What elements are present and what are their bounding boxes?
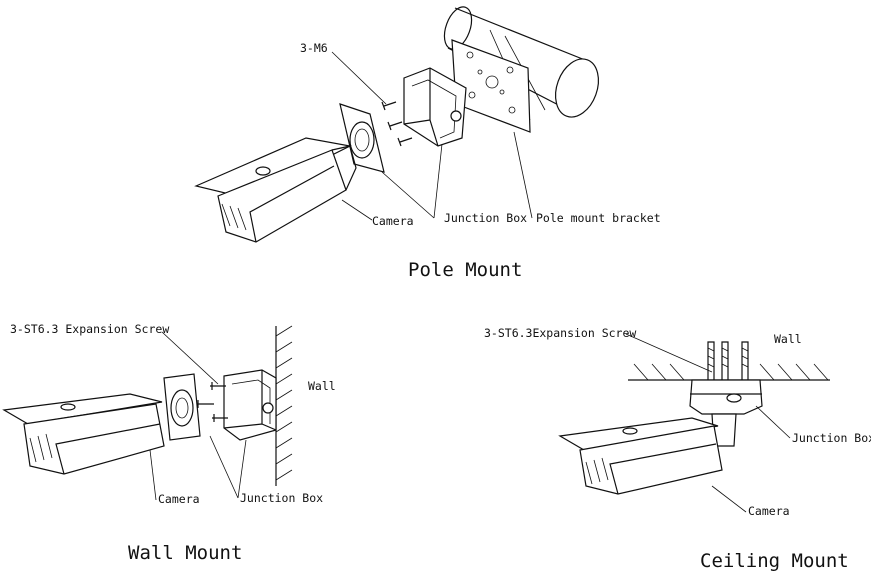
wall-screws [196,382,228,422]
wall-camera-base [163,373,201,441]
ceiling-surface [628,363,830,381]
ceiling-mount-title: Ceiling Mount [700,550,849,572]
wall-surface [275,325,293,486]
wall-mount-title: Wall Mount [128,542,242,564]
pole-mount-title: Pole Mount [408,259,522,281]
ceiling-leader-lines [625,333,791,513]
pole-camera-base [339,103,385,173]
pole-screw-label: 3-M6 [300,41,328,55]
pole-junction-box-label: Junction Box [444,211,527,225]
pole-mount-illustration [194,6,600,243]
wall-mount-illustration [2,325,293,486]
pole-leader-lines [331,51,533,221]
ceiling-junction-box-label: Junction Box [792,431,871,445]
wall-screw-label: 3-ST6.3 Expansion Screw [10,322,169,336]
wall-camera [2,393,165,475]
ceiling-mount-illustration [558,341,830,495]
ceiling-screws [707,341,749,381]
ceiling-junction-box [689,379,763,447]
ceiling-wall-label: Wall [774,332,802,346]
wall-leader-lines [149,331,247,501]
pole-junction-box [403,67,467,147]
ceiling-camera-label: Camera [748,504,790,518]
wall-label: Wall [308,379,336,393]
pole-mount-bracket [451,39,531,133]
wall-junction-box [223,369,277,441]
ceiling-camera [558,417,723,495]
pole-camera [194,137,357,243]
ceiling-screw-label: 3-ST6.3Expansion Screw [484,326,636,340]
wall-junction-box-label: Junction Box [240,491,323,505]
pole-camera-label: Camera [372,214,414,228]
pole-screws [381,101,413,147]
wall-camera-label: Camera [158,492,200,506]
pole-bracket-label: Pole mount bracket [536,211,661,225]
